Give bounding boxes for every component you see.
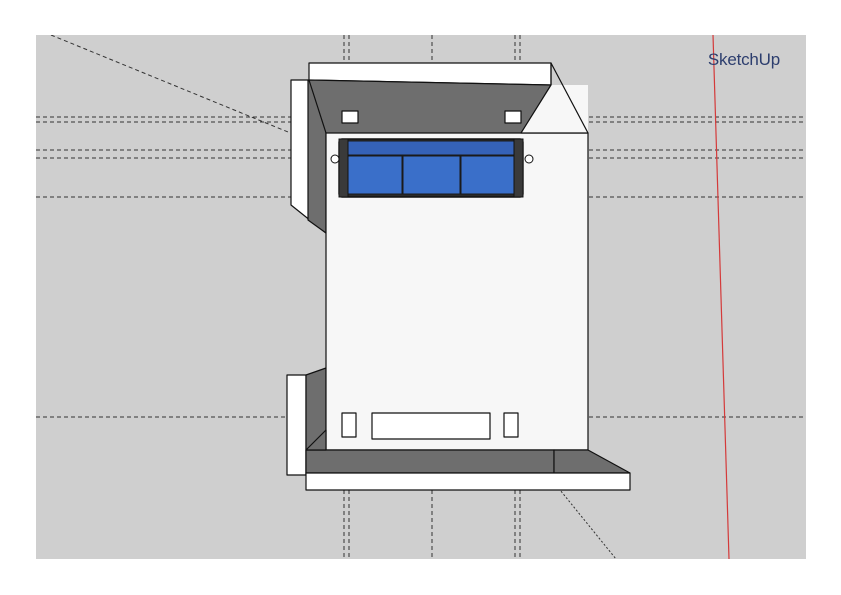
modeling-viewport[interactable]: SketchUp xyxy=(36,35,806,559)
inference-point-left xyxy=(330,154,340,164)
top-wall-right-edge xyxy=(520,62,589,134)
block-top-left xyxy=(341,110,359,124)
top-wall-inner-face xyxy=(308,79,552,136)
room-model[interactable] xyxy=(286,62,631,491)
sofa-cushion-middle xyxy=(402,155,461,195)
sofa-selected[interactable] xyxy=(330,138,534,198)
sofa-cushion-right xyxy=(460,155,515,195)
3d-scene[interactable] xyxy=(36,35,806,559)
bench-bottom xyxy=(371,412,491,440)
block-bottom-right xyxy=(503,412,519,438)
sofa-backrest xyxy=(347,140,515,156)
left-wall-lower-face xyxy=(286,374,307,476)
sofa-arm-left xyxy=(338,138,349,198)
bottom-wall-top xyxy=(305,472,631,491)
inference-point-right xyxy=(524,154,534,164)
bottom-left-corner-shadow xyxy=(305,429,327,451)
sofa-cushion-left xyxy=(347,155,403,195)
bottom-wall-shadow-right xyxy=(553,449,631,474)
guide-line-diag1 xyxy=(50,35,333,151)
sofa-arm-right xyxy=(513,138,524,198)
brand-name: SketchUp xyxy=(707,50,780,69)
block-bottom-left xyxy=(341,412,357,438)
floor-notch xyxy=(521,85,588,133)
sketchup-logo: SketchUp xyxy=(708,50,780,70)
bottom-wall-shadow-left xyxy=(305,449,555,474)
red-axis xyxy=(712,35,730,559)
sketchup-logo-icon xyxy=(708,50,806,559)
guide-line-diag2 xyxy=(555,484,617,559)
block-top-right xyxy=(504,110,522,124)
